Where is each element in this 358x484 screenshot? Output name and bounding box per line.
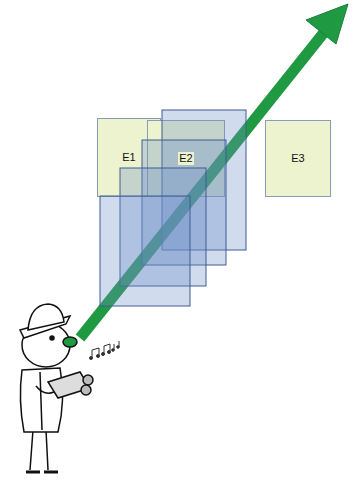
person-figure [20,304,93,472]
hat-crown [28,304,64,330]
legs [30,430,48,470]
box-label: E1 [121,151,136,163]
mouth [63,337,77,347]
arrow-head [306,4,348,44]
binocular-lens [81,385,91,395]
binocular-lens [83,375,93,385]
box-label: E3 [290,152,305,164]
glass-panels [100,110,246,306]
coat [20,368,62,432]
arrow-shaft [80,30,326,338]
binoculars [48,372,90,398]
coat-seam [40,372,42,430]
arm [36,386,54,393]
glass-panel [100,196,190,306]
feet [26,471,58,474]
box-label: E2 [178,152,193,164]
green-arrow [80,4,348,338]
eye [50,336,54,340]
music-notes [90,341,120,360]
label-box: E3 [265,120,331,197]
